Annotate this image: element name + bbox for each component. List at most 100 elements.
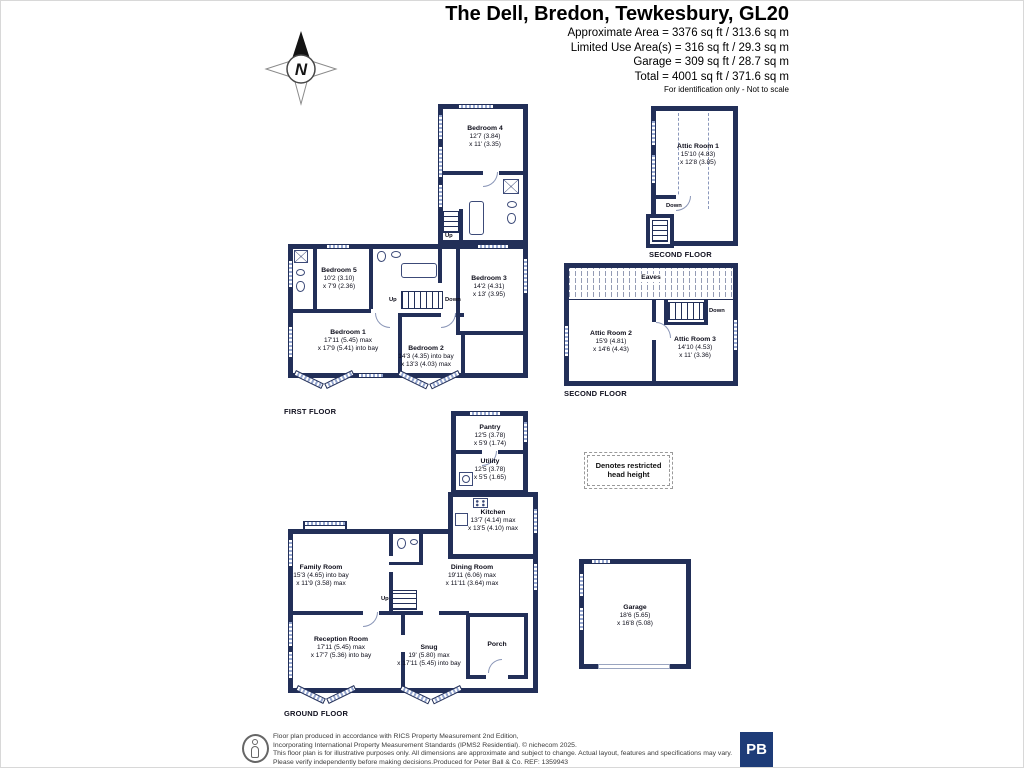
room-label-bedroom-4: Bedroom 4 12'7 (3.84) x 11' (3.35) [467, 125, 503, 148]
room-dims: x 16'8 (5.08) [617, 619, 653, 627]
room-label-garage: Garage 18'6 (5.65) x 16'8 (5.08) [617, 604, 653, 627]
door-arc [488, 659, 502, 673]
room-name: Attic Room 2 [590, 330, 632, 337]
room-label-family-room: Family Room 15'3 (4.65) into bay x 11'9 … [293, 564, 348, 587]
restricted-height-line [678, 113, 679, 209]
room-dims: 12'7 (3.84) [469, 132, 501, 140]
staircase [443, 211, 459, 233]
bay-window-segment [326, 685, 357, 704]
legend-restricted-head-height: Denotes restricted head height [584, 452, 673, 489]
footer-line: This floor plan is for illustrative purp… [273, 750, 733, 758]
bay-window [293, 370, 355, 392]
door-arc [441, 313, 456, 328]
room-dims: 19' (5.80) max [408, 651, 450, 659]
window [288, 652, 293, 678]
floorplan-second-floor-attic23: Eaves Down Attic Room 2 15'9 (4.81) x 14… [564, 263, 738, 386]
room-label-bedroom-3: Bedroom 3 14'2 (4.31) x 13' (3.95) [471, 275, 507, 298]
pb-logo: PB [740, 732, 773, 767]
interior-wall [652, 300, 656, 322]
room-name: Porch [487, 641, 507, 648]
window [651, 121, 656, 145]
room-dims: 15'9 (4.81) [595, 337, 627, 345]
interior-wall [398, 315, 402, 373]
porch-box: Porch [466, 613, 528, 679]
interior-wall [313, 249, 317, 309]
interior-wall [461, 335, 465, 373]
room-dims: 12'5 (3.78) [474, 431, 506, 439]
interior-wall [664, 322, 708, 325]
floor-label-first: FIRST FLOOR [284, 407, 337, 416]
room-label-kitchen: Kitchen 13'7 (4.14) max x 13'5 (4.10) ma… [468, 509, 518, 532]
staircase [391, 590, 417, 610]
room-name: Pantry [479, 424, 501, 431]
interior-wall [419, 534, 423, 564]
room-name: Snug [420, 644, 438, 651]
toilet [507, 213, 516, 224]
floorplan-ground-floor-kitchen: Kitchen 13'7 (4.14) max x 13'5 (4.10) ma… [448, 492, 538, 559]
window [733, 320, 738, 350]
room-name: Bedroom 3 [471, 275, 507, 282]
room-dims: x 17'9 (5.41) into bay [317, 344, 379, 352]
bay-window-segment [399, 685, 431, 705]
interior-wall [456, 331, 523, 335]
room-dims: x 7'9 (2.36) [322, 282, 356, 290]
bay-window [305, 521, 345, 526]
room-label-pantry: Pantry 12'5 (3.78) x 5'9 (1.74) [474, 424, 506, 447]
window [533, 509, 538, 533]
interior-wall [438, 249, 442, 283]
info-icon-head [252, 739, 258, 745]
identification-note: For identification only - Not to scale [664, 85, 789, 94]
window [523, 259, 528, 293]
bay-window [397, 370, 461, 392]
interior-wall [293, 309, 371, 313]
interior-wall [401, 615, 405, 635]
window [592, 559, 610, 564]
interior-wall [456, 450, 482, 454]
room-label-bedroom-1: Bedroom 1 17'11 (5.45) max x 17'9 (5.41)… [318, 329, 379, 352]
shower [503, 179, 519, 194]
compass-icon: N [258, 28, 344, 110]
room-label-attic-1: Attic Room 1 15'10 (4.83) x 12'8 (3.85) [677, 143, 719, 166]
staircase [401, 291, 443, 309]
room-dims: x 5'5 (1.65) [473, 473, 507, 481]
interior-wall [389, 562, 423, 565]
washing-machine-drum [462, 475, 470, 483]
room-dims: x 13' (3.95) [472, 290, 506, 298]
window [288, 540, 293, 566]
room-dims: 19'11 (6.06) max [447, 571, 497, 579]
footer-line: Incorporating International Property Mea… [273, 741, 577, 749]
room-dims: 18'6 (5.65) [619, 611, 651, 619]
room-label-utility: Utility 12'5 (3.78) x 5'5 (1.65) [474, 458, 506, 481]
room-dims: 13'7 (4.14) max [470, 516, 516, 524]
room-label-bedroom-2: Bedroom 2 14'3 (4.35) into bay x 13'3 (4… [398, 345, 453, 368]
shower [294, 250, 308, 263]
toilet [397, 538, 406, 549]
interior-wall [439, 611, 469, 615]
interior-wall [656, 195, 676, 199]
interior-wall [379, 611, 423, 615]
interior-wall [652, 340, 656, 381]
floorplan-first-floor-wing: Bedroom 4 12'7 (3.84) x 11' (3.35) Up [438, 104, 528, 245]
interior-wall [398, 313, 464, 317]
room-name: Bedroom 4 [467, 125, 503, 132]
interior-wall [664, 300, 668, 324]
room-dims: x 11'9 (3.58) max [296, 579, 346, 587]
door-arc [363, 612, 378, 627]
footer-line: Floor plan produced in accordance with R… [273, 733, 519, 740]
bay-window-segment [431, 685, 463, 705]
floorplan-ground-floor-wing: Pantry 12'5 (3.78) x 5'9 (1.74) Utility … [451, 411, 528, 495]
window [478, 244, 508, 249]
room-dims: x 5'9 (1.74) [473, 439, 507, 447]
room-label-porch: Porch [487, 641, 506, 649]
garage-door [598, 664, 670, 669]
room-label-reception-room: Reception Room 17'11 (5.45) max x 17'7 (… [311, 636, 372, 659]
room-name: Utility [480, 458, 500, 465]
window [651, 155, 656, 183]
room-label-eaves: Eaves [639, 274, 663, 282]
bay-window [399, 685, 463, 707]
room-name: Kitchen [480, 509, 506, 516]
sink [410, 539, 418, 545]
floorplan-first-floor-main: Up Down Bedroom 5 10'2 (3.10) x 7'9 (2.3… [288, 244, 528, 390]
window [327, 244, 349, 249]
window [579, 608, 584, 630]
